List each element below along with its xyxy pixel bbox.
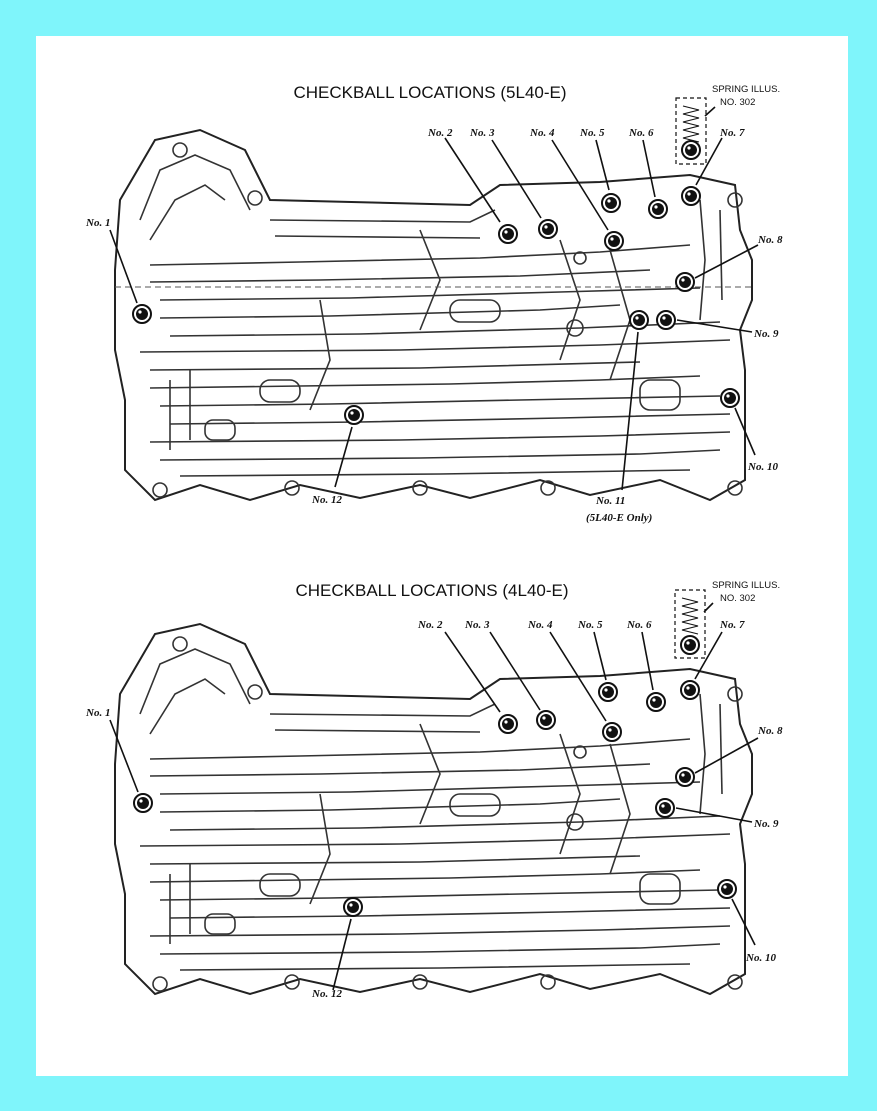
checkball-10 <box>720 388 740 408</box>
checkball-7 <box>680 680 700 700</box>
label-no4: No. 4 <box>527 619 553 631</box>
spring-illustration-box <box>675 97 707 165</box>
label-no12: No. 12 <box>311 494 342 506</box>
diagram-title: CHECKBALL LOCATIONS (5L40-E) <box>293 83 566 102</box>
label-no1: No. 1 <box>85 707 110 719</box>
label-no9: No. 9 <box>753 818 779 830</box>
checkball-1 <box>133 793 153 813</box>
spring-illustration-box <box>674 589 706 659</box>
label-no4: No. 4 <box>529 127 555 139</box>
label-no8: No. 8 <box>757 725 783 737</box>
label-no9: No. 9 <box>753 328 779 340</box>
checkball-9 <box>656 310 676 330</box>
label-no12: No. 12 <box>311 988 342 1000</box>
label-no6: No. 6 <box>626 619 652 631</box>
label-no1: No. 1 <box>85 217 110 229</box>
checkball-6 <box>646 692 666 712</box>
spring-coil <box>681 597 699 635</box>
checkball-2 <box>498 714 518 734</box>
spring-checkball <box>681 140 701 160</box>
label-no11-note: (5L40-E Only) <box>586 512 652 524</box>
checkball-1 <box>132 304 152 324</box>
spring-coil <box>682 105 700 143</box>
leader-lines <box>109 137 759 491</box>
label-no8: No. 8 <box>757 234 783 246</box>
valve-body-plate <box>114 129 753 501</box>
spring-label-line2: NO. 302 <box>720 97 755 108</box>
label-no3: No. 3 <box>469 127 495 139</box>
checkball-12 <box>343 897 363 917</box>
spring-leader <box>704 106 716 117</box>
checkball-8 <box>675 272 695 292</box>
checkball-6 <box>648 199 668 219</box>
diagram-4l40e: CHECKBALL LOCATIONS (4L40-E) SPRING ILLU… <box>85 580 783 1000</box>
label-no5: No. 5 <box>579 127 605 139</box>
label-no11: No. 11 <box>595 495 625 507</box>
label-no7: No. 7 <box>719 127 745 139</box>
spring-label-line1: SPRING ILLUS. <box>712 84 780 95</box>
checkball-4 <box>602 722 622 742</box>
checkball-11 <box>629 310 649 330</box>
checkball-3 <box>538 219 558 239</box>
label-no2: No. 2 <box>417 619 443 631</box>
checkball-9 <box>655 798 675 818</box>
label-no3: No. 3 <box>464 619 490 631</box>
leader-lines <box>109 631 759 991</box>
checkball-10 <box>717 879 737 899</box>
checkball-12 <box>344 405 364 425</box>
label-no5: No. 5 <box>577 619 603 631</box>
checkball-5 <box>598 682 618 702</box>
diagram-5l40e: CHECKBALL LOCATIONS (5L40-E) SPRING ILLU… <box>85 83 783 524</box>
spring-label-line1: SPRING ILLUS. <box>712 580 780 591</box>
label-no6: No. 6 <box>628 127 654 139</box>
diagram-title: CHECKBALL LOCATIONS (4L40-E) <box>295 581 568 600</box>
checkball-3 <box>536 710 556 730</box>
checkball-7 <box>681 186 701 206</box>
checkball-5 <box>601 193 621 213</box>
label-no2: No. 2 <box>427 127 453 139</box>
label-no10: No. 10 <box>747 461 778 473</box>
checkball-2 <box>498 224 518 244</box>
checkball-4 <box>604 231 624 251</box>
spring-label-line2: NO. 302 <box>720 593 755 604</box>
spring-checkball <box>680 635 700 655</box>
label-no10: No. 10 <box>745 952 776 964</box>
checkball-8 <box>675 767 695 787</box>
label-no7: No. 7 <box>719 619 745 631</box>
